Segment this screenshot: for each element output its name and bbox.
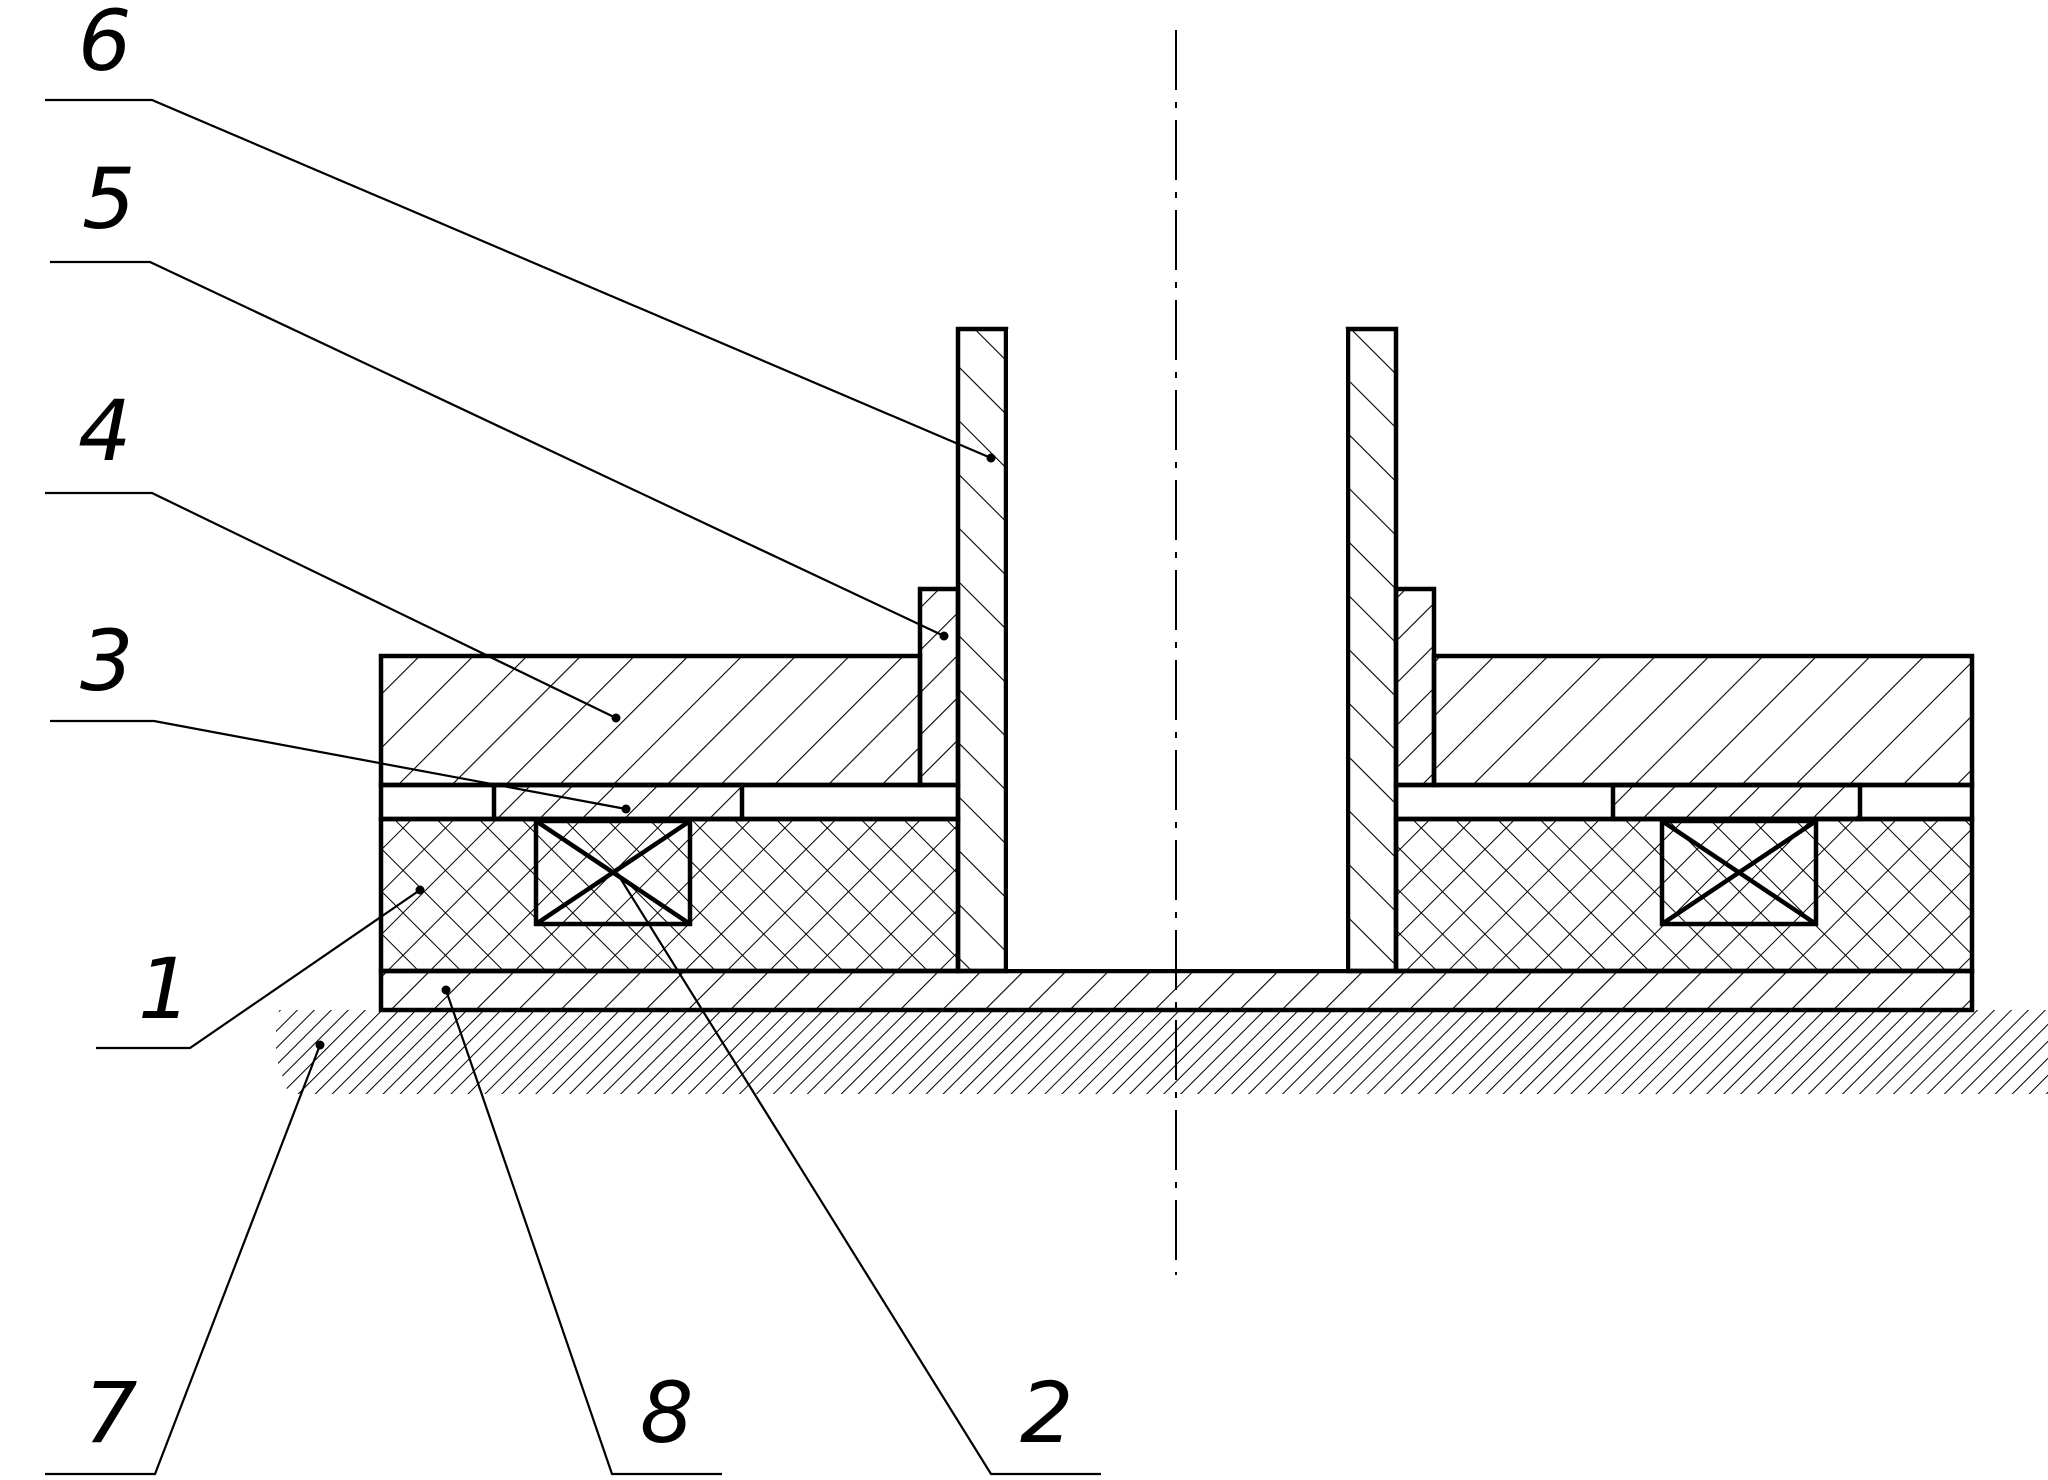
callout-label-8: 8 xyxy=(640,1364,693,1462)
right-top-plate xyxy=(1431,653,1975,788)
right-insulating-block xyxy=(1393,816,1975,974)
callout-label-7: 7 xyxy=(84,1364,137,1462)
left-spacer xyxy=(378,782,961,822)
callout-label-2: 2 xyxy=(1020,1364,1073,1462)
left-tube-wall xyxy=(955,326,1009,974)
callout-label-6: 6 xyxy=(78,0,131,90)
right-collar xyxy=(1393,586,1437,788)
left-insulating-block xyxy=(378,816,961,974)
callout-label-3: 3 xyxy=(80,612,133,710)
ground-support xyxy=(276,1010,2048,1094)
left-top-plate xyxy=(378,653,923,788)
right-tube-wall xyxy=(1345,326,1399,974)
left-collar xyxy=(917,586,961,788)
callout-label-5: 5 xyxy=(82,150,135,248)
leader-lines xyxy=(45,98,1101,1476)
right-spacer xyxy=(1393,782,1975,822)
callout-label-1: 1 xyxy=(138,940,191,1038)
callout-label-4: 4 xyxy=(78,382,131,480)
